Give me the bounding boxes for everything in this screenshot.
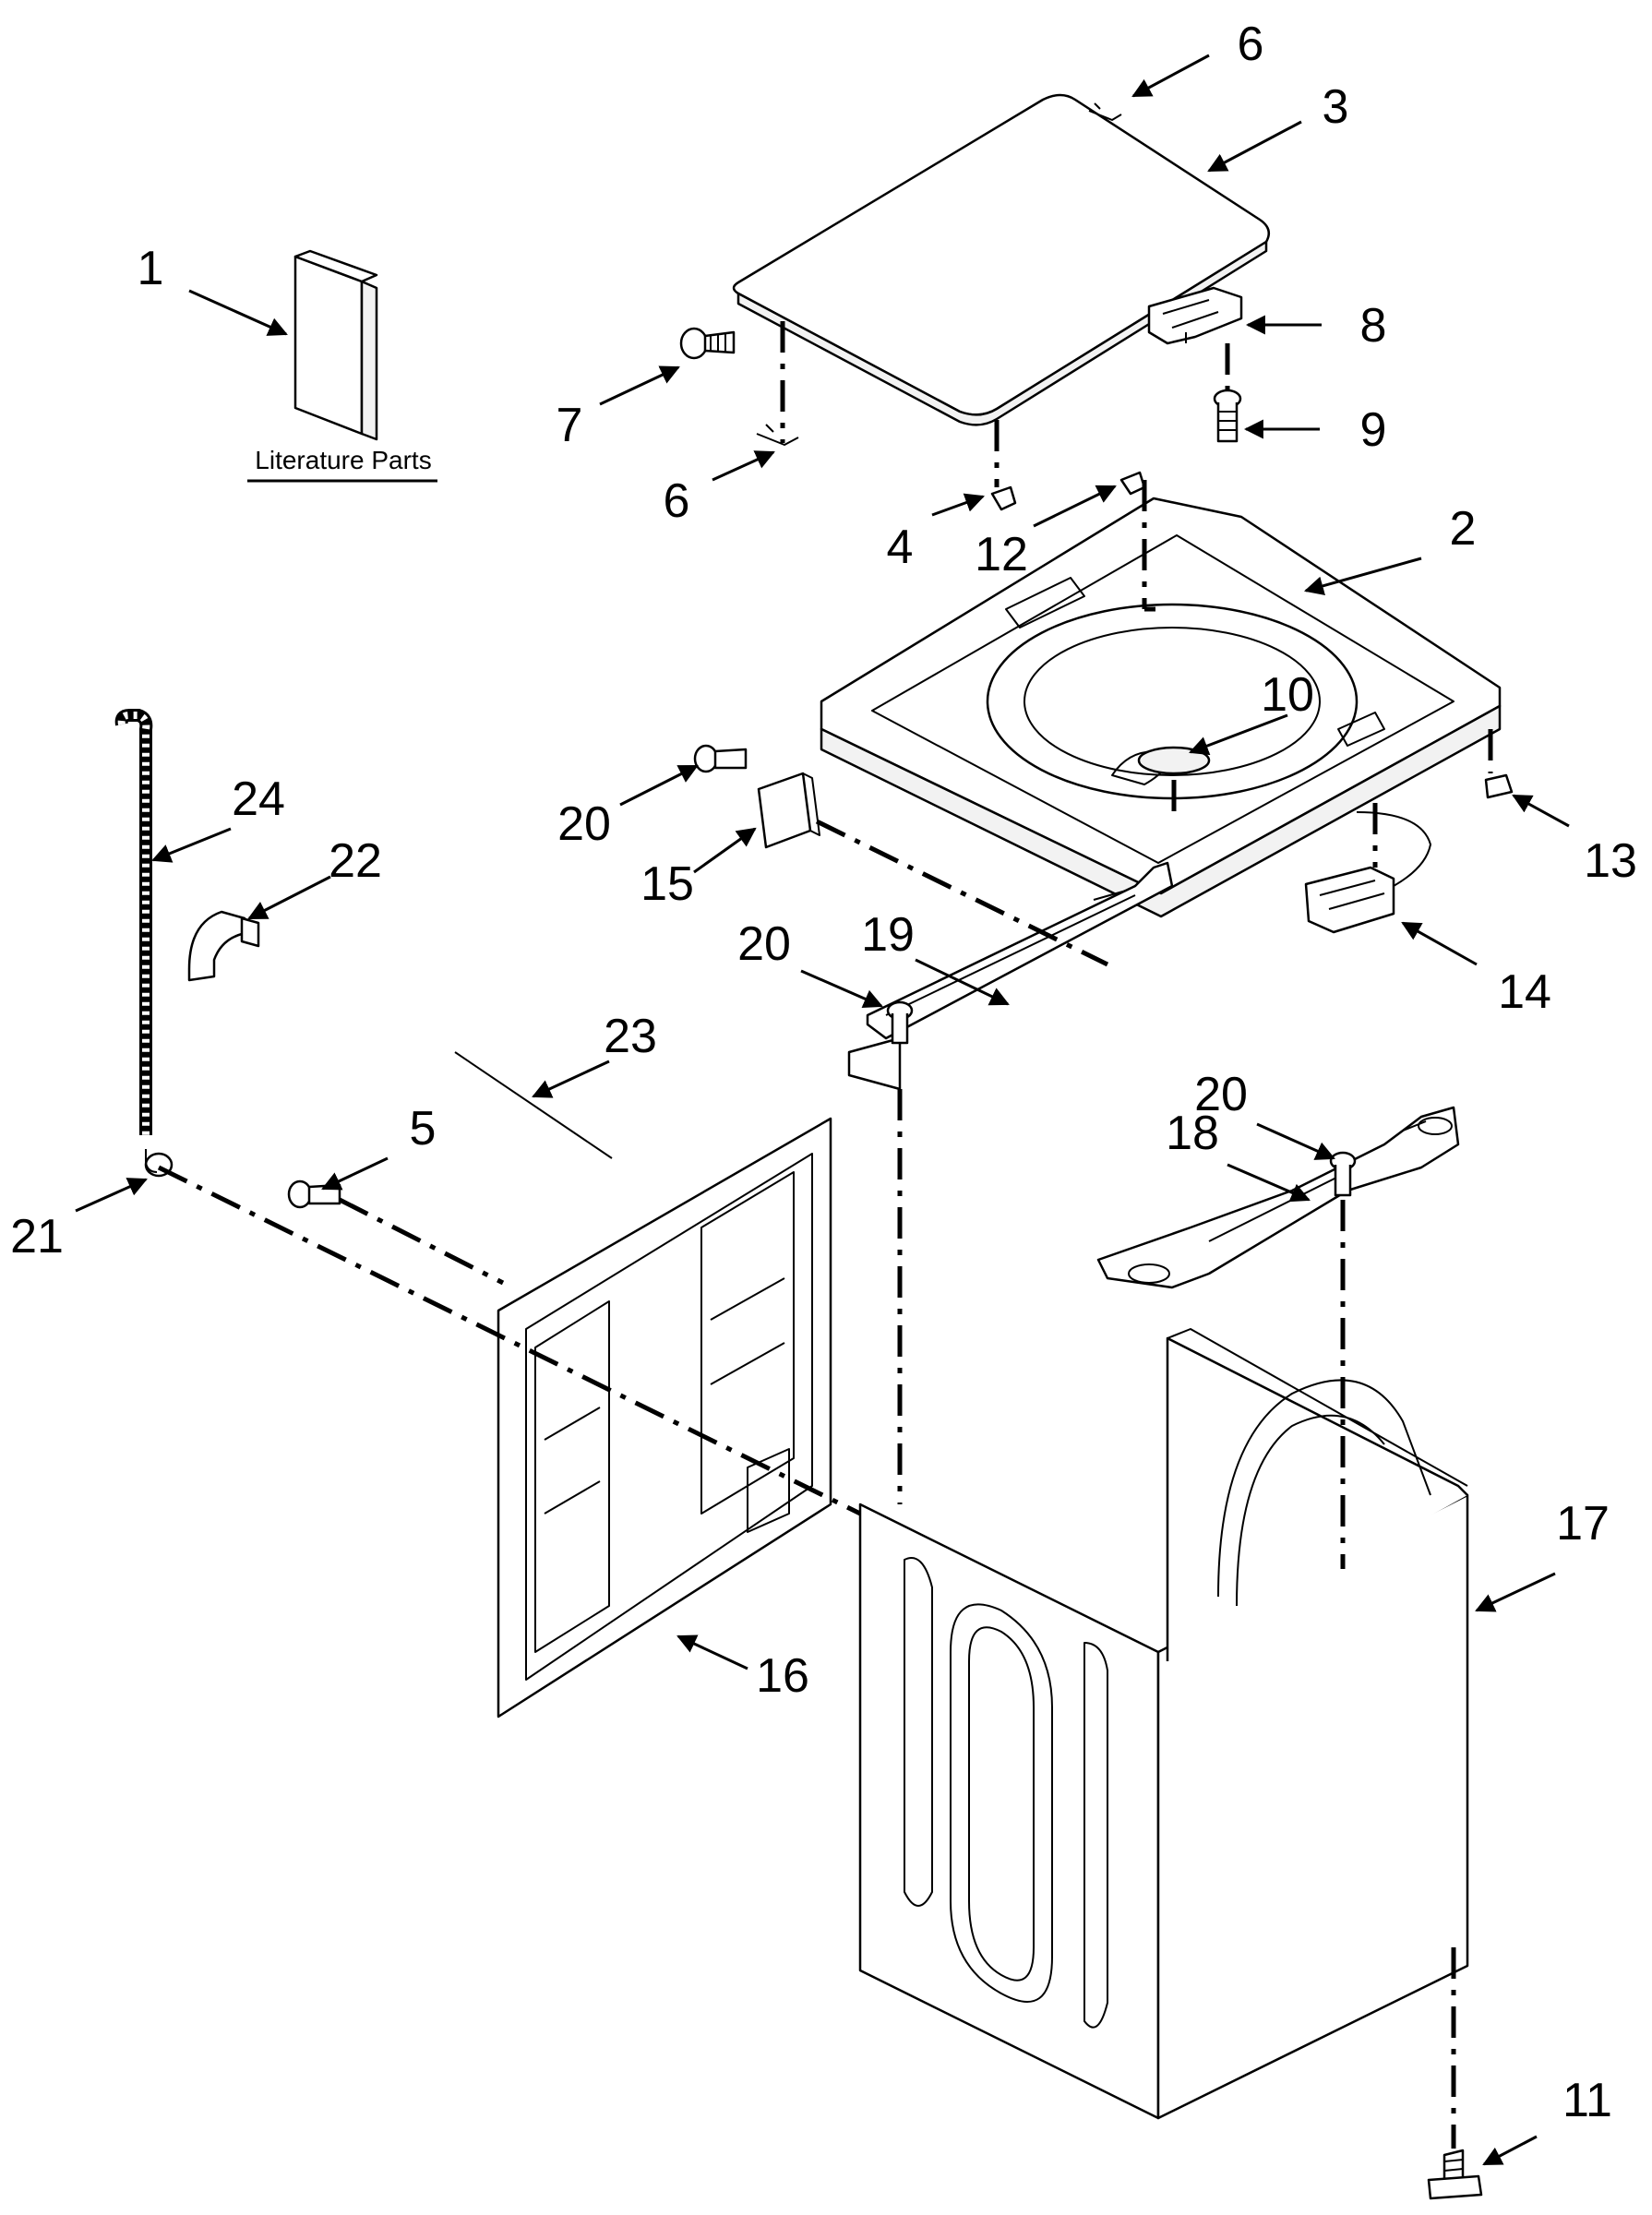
callout-21: 21	[10, 1210, 64, 1263]
callout-12: 12	[975, 528, 1028, 581]
rear-panel	[497, 1117, 832, 1718]
callout-18: 18	[1166, 1107, 1219, 1160]
assembly-lines	[157, 321, 1493, 2149]
callout-4: 4	[887, 521, 914, 574]
top-lid	[732, 93, 1271, 426]
lid-bumper	[990, 485, 1017, 511]
callout-20-right: 20	[1194, 1068, 1248, 1121]
screw-5	[287, 1179, 341, 1209]
callout-7: 7	[557, 399, 583, 452]
callout-19: 19	[861, 908, 915, 962]
callout-1: 1	[138, 242, 164, 295]
hose-guide	[187, 910, 260, 982]
callout-17: 17	[1556, 1497, 1610, 1550]
leveling-foot	[1427, 2149, 1483, 2200]
callout-22: 22	[329, 834, 382, 888]
callout-6-bottom: 6	[664, 474, 690, 528]
callout-10: 10	[1261, 668, 1314, 722]
cabinet	[858, 1328, 1469, 2120]
screw-20-a	[693, 744, 748, 773]
rod	[454, 1051, 613, 1159]
lid-lock	[1147, 286, 1243, 345]
callout-3: 3	[1323, 80, 1349, 134]
agitator-cap	[1137, 746, 1211, 775]
console-clip	[1119, 471, 1146, 496]
washer-top-panel	[820, 497, 1502, 918]
callout-23: 23	[604, 1010, 657, 1063]
hinge-clip-bottom	[756, 424, 799, 446]
callout-14: 14	[1498, 965, 1551, 1019]
hinge-clip-top	[1088, 102, 1122, 121]
callout-16: 16	[756, 1649, 809, 1703]
callout-24: 24	[232, 772, 285, 826]
literature-booklet	[293, 249, 378, 441]
callout-6-top: 6	[1238, 18, 1264, 71]
leader-arrows	[75, 54, 1570, 2166]
callout-20-left: 20	[557, 797, 611, 851]
screw-20-b	[886, 1000, 914, 1045]
cross-brace-left	[847, 861, 1174, 1091]
callout-15: 15	[640, 857, 694, 911]
callout-2: 2	[1450, 502, 1477, 556]
callout-8: 8	[1360, 299, 1387, 353]
callout-labels: 1 2 3 4 5 6 6 7 8 9 10 11 12 13 14 15 16…	[10, 18, 1637, 2127]
lid-switch	[1304, 811, 1431, 934]
spring-clip	[1484, 773, 1514, 799]
literature-parts-label: Literature Parts	[255, 446, 431, 474]
callout-11: 11	[1562, 2074, 1612, 2127]
lid-screw	[679, 327, 736, 360]
callout-5: 5	[410, 1102, 437, 1155]
drain-hose	[114, 709, 153, 1135]
lock-screw	[1213, 389, 1242, 443]
callout-9: 9	[1360, 403, 1387, 457]
callout-20-center: 20	[737, 917, 791, 971]
bracket-15	[757, 772, 820, 849]
screw-20-c	[1329, 1151, 1357, 1197]
callout-13: 13	[1584, 834, 1637, 888]
